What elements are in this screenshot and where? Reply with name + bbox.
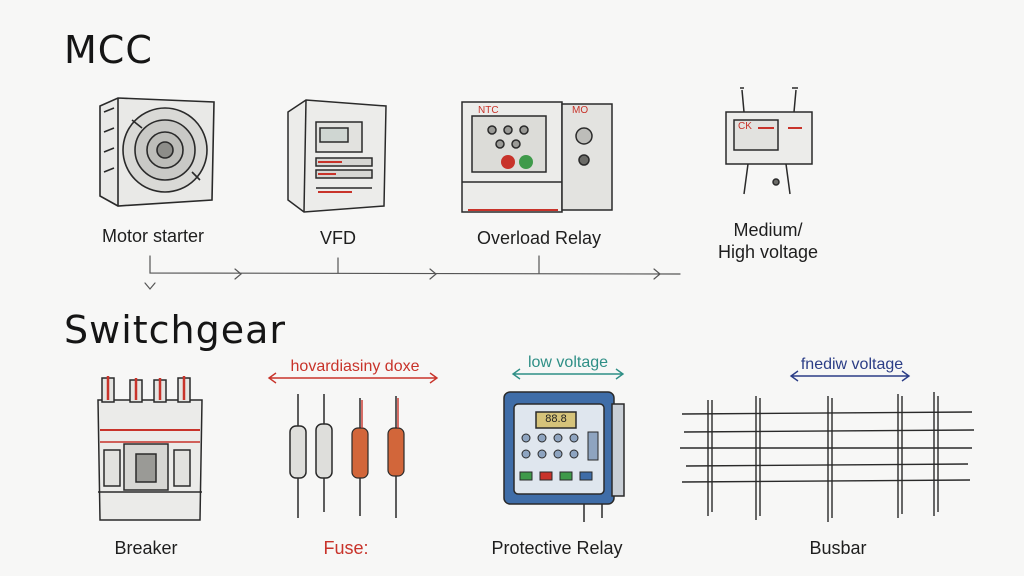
overload-relay-illustration [458, 98, 618, 218]
fuses-tag: hovardiasiny doxe [290, 358, 420, 375]
busbar-illustration [678, 386, 978, 526]
breaker-label: Breaker [114, 538, 178, 558]
motor-starter-label: Motor starter [101, 226, 205, 246]
mhv-label-line2: High voltage [717, 242, 819, 262]
busbar-label: Busbar [809, 538, 867, 558]
timeline-arrow-3 [654, 269, 660, 279]
breaker-illustration [90, 376, 210, 522]
medium-high-voltage-illustration [718, 86, 818, 196]
mcc-heading: MCC [64, 28, 153, 72]
busbar-tag: fnediw voltage [800, 356, 904, 373]
fuses-tag-arrow [264, 372, 444, 384]
mhv-label-line1: Medium/ [733, 220, 803, 240]
overload-red-indicator [501, 155, 515, 169]
fuses-illustration [282, 392, 422, 522]
protective-relay-illustration [500, 384, 630, 524]
overload-panel-text-left: NTC [478, 105, 499, 116]
overload-green-indicator [519, 155, 533, 169]
timeline-line [150, 256, 680, 274]
mhv-box-text: CK [738, 121, 752, 132]
busbar-tag-arrow [786, 370, 916, 382]
timeline-down-chevron [145, 283, 155, 289]
timeline-arrow-2 [430, 269, 436, 279]
overload-relay-label: Overload Relay [476, 228, 602, 248]
timeline-arrow-1 [235, 269, 241, 279]
vfd-label: VFD [320, 228, 356, 248]
protective-relay-display-text: 88.8 [545, 413, 567, 425]
vfd-illustration [282, 96, 392, 216]
protective-relay-tag: low voltage [527, 354, 609, 371]
overload-panel-text-right: MO [572, 105, 589, 116]
protective-relay-label: Protective Relay [491, 538, 623, 558]
fuses-label: Fuse: [323, 538, 369, 558]
fuse-3-body [352, 428, 368, 478]
switchgear-heading: Switchgear [64, 308, 287, 352]
motor-starter-illustration [92, 92, 222, 212]
fuse-4-body [388, 428, 404, 476]
protective-relay-tag-arrow [508, 368, 628, 380]
